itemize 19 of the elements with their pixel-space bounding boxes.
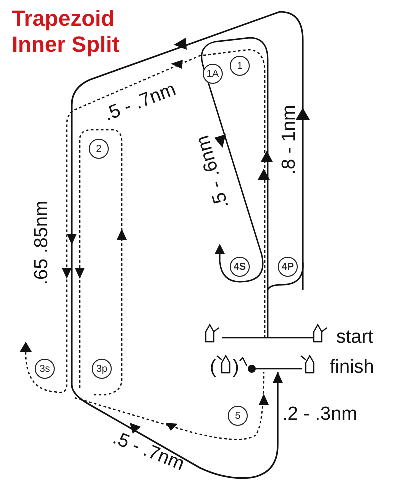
course-mark: 4P <box>278 257 298 277</box>
course-mark: 5 <box>228 406 248 426</box>
distance-label: .5 - .7nm <box>109 428 187 476</box>
title: Trapezoid Inner Split <box>12 6 121 58</box>
distance-label: .2 - .3nm <box>282 404 358 426</box>
distance-label: .65 .85nm <box>30 200 53 286</box>
bracket-text: ( <box>210 357 216 379</box>
distance-label: .8 - 1nm <box>278 105 301 175</box>
course-mark: 1 <box>230 56 250 76</box>
course-mark: 3s <box>35 359 55 379</box>
start-label: start <box>336 327 374 349</box>
course-mark: 3p <box>92 359 112 379</box>
course-mark: 4S <box>230 257 250 277</box>
bracket-text: ) <box>233 357 240 379</box>
distance-label: .5 - .6nm <box>192 132 234 212</box>
course-mark: 2 <box>89 139 109 159</box>
finish-label: finish <box>330 357 374 379</box>
course-mark: 1A <box>203 64 223 84</box>
distance-label: .5 - .7nm <box>101 79 179 127</box>
